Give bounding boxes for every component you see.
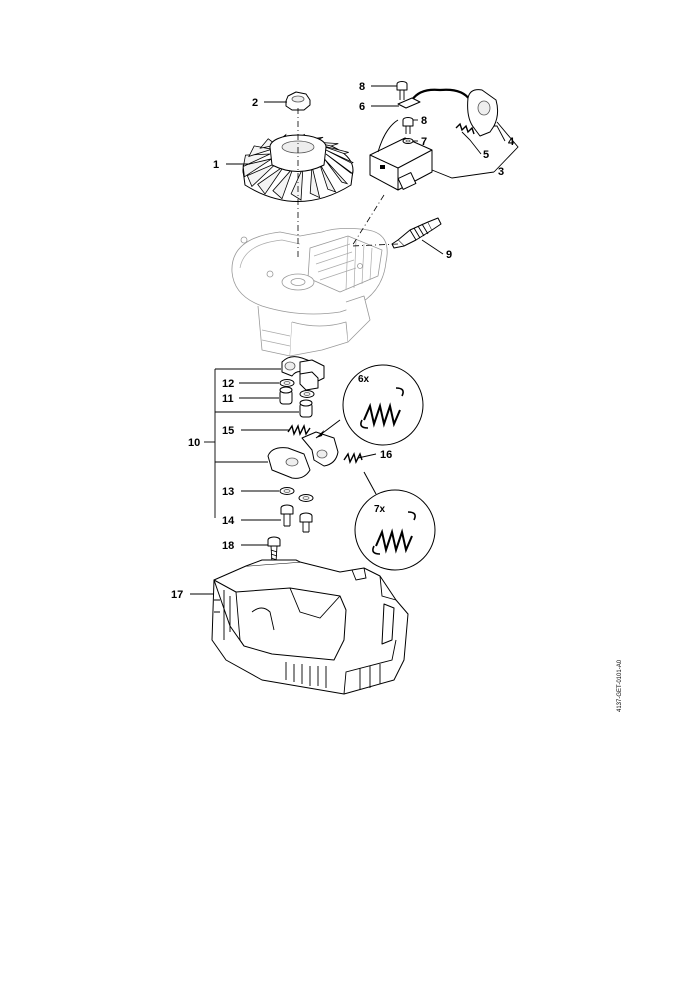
callout-15: 15 (222, 425, 234, 437)
screw-18 (267, 536, 281, 563)
leader-lines (190, 85, 519, 595)
washer-11b (299, 390, 315, 398)
spring-detail-7x (354, 471, 436, 571)
flywheel-fin (242, 153, 271, 168)
washer (402, 138, 414, 144)
callout-5: 5 (483, 149, 489, 161)
spark-plug (391, 217, 442, 249)
boot-spring (455, 122, 475, 135)
callout-10: 10 (188, 437, 200, 449)
flywheel-fin (319, 162, 337, 193)
flywheel-fin (257, 165, 285, 195)
nut (285, 91, 311, 111)
callout-11: 11 (222, 393, 234, 405)
spring-qty-6x: 6x (358, 374, 370, 385)
sleeve-11c (299, 399, 313, 418)
callout-7: 7 (421, 136, 427, 148)
flywheel-fin (309, 166, 321, 199)
callout-2: 2 (252, 97, 258, 109)
washer-12a (279, 379, 295, 387)
spark-plug-boot (467, 89, 499, 137)
flywheel-fin (325, 153, 353, 174)
washer-13b (298, 494, 314, 502)
clutch-spring-16 (343, 451, 363, 465)
flywheel-fin (272, 167, 294, 200)
callout-8-mid: 8 (421, 115, 427, 127)
callout-14: 14 (222, 515, 235, 527)
callout-17: 17 (171, 589, 183, 601)
spring-detail-6x (315, 364, 424, 446)
flywheel-fin (246, 162, 277, 188)
callout-13: 13 (222, 486, 234, 498)
screw-14b (299, 512, 313, 533)
clutch-spring-15 (287, 423, 311, 437)
sleeve-11a (279, 386, 293, 405)
callout-3: 3 (498, 166, 504, 178)
sleeve-12b (299, 371, 319, 391)
screw-mid (402, 117, 414, 134)
callout-6: 6 (359, 101, 365, 113)
callout-12: 12 (222, 378, 234, 390)
callout-9: 9 (446, 249, 452, 261)
callout-1: 1 (213, 159, 219, 171)
callout-4: 4 (508, 136, 515, 148)
washer-13a (279, 487, 295, 495)
flywheel-fin (323, 158, 349, 185)
reference-code: 4137-GET-0101-A0 (617, 659, 623, 712)
callout-18: 18 (222, 540, 234, 552)
callout-16: 16 (380, 449, 392, 461)
ignition-module (369, 88, 471, 191)
bottom-housing (211, 559, 409, 695)
flywheel-fin (319, 144, 349, 155)
callout-8-top: 8 (359, 81, 365, 93)
engine-housing (231, 228, 388, 357)
screw-top (396, 81, 408, 100)
flywheel-fin (242, 158, 272, 178)
flywheel-fin (290, 167, 304, 201)
clutch-shoe-right (301, 431, 339, 467)
screw-14a (280, 504, 294, 527)
flywheel-fin (324, 148, 354, 164)
clutch-shoe-left (267, 447, 311, 479)
spring-qty-7x: 7x (374, 504, 386, 515)
callout-labels: 1 2 8 6 8 7 4 5 3 9 10 12 11 15 16 13 14… (171, 81, 515, 601)
